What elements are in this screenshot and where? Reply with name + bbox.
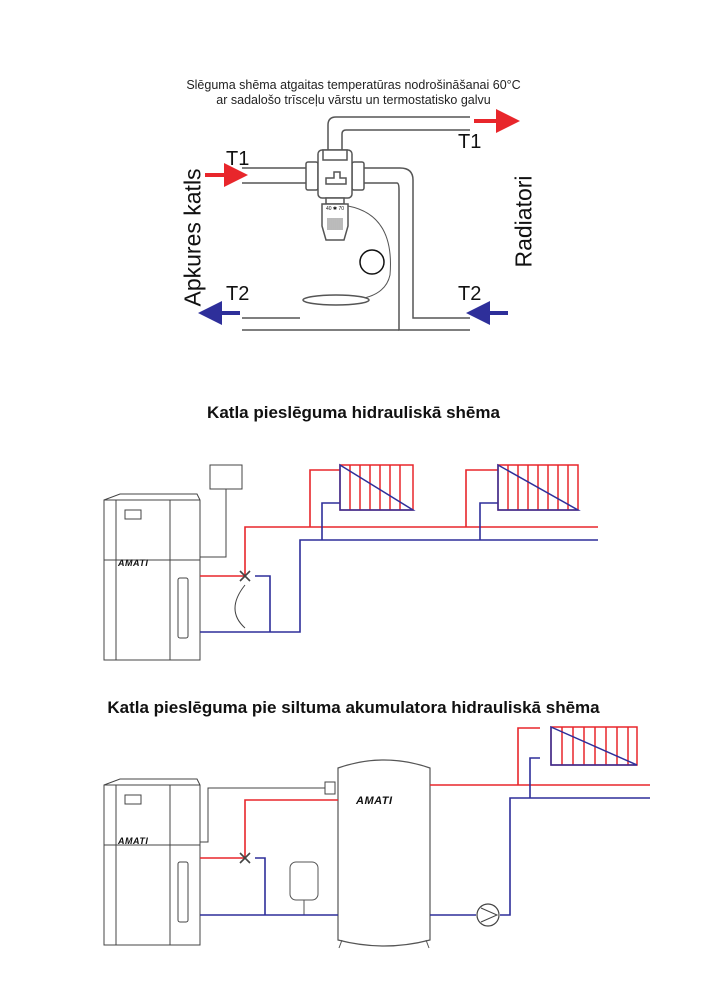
boiler-brand-2: AMATI	[118, 558, 149, 568]
boiler-2	[103, 464, 243, 661]
diagram1-caption-line1: Slēguma shēma atgaitas temperatūras nodr…	[186, 78, 521, 92]
label-radiators: Radiatori	[510, 175, 537, 268]
supply-pipes-2	[200, 469, 598, 577]
valve-port-left	[305, 161, 319, 191]
boiler-3	[103, 778, 336, 946]
return-pipes-3	[200, 757, 650, 916]
return-pipes-2	[200, 502, 598, 633]
pipe-t2	[242, 317, 399, 331]
valve-flow-icon	[325, 171, 347, 185]
pipe-t1-in	[242, 167, 308, 184]
label-t1-left: T1	[226, 148, 250, 170]
thermostatic-head	[321, 203, 349, 241]
radiator-2b	[497, 463, 581, 511]
supply-pipes-3	[200, 727, 650, 859]
label-t1-right: T1	[458, 131, 482, 153]
diagram1-caption-line2: ar sadalošo trīsceļu vārstu un termostat…	[216, 93, 491, 107]
radiator-3	[550, 725, 638, 766]
diagram3-schematic	[103, 725, 650, 949]
circulation-pump	[476, 903, 500, 927]
pipe-bypass-inner	[362, 182, 470, 331]
expansion-vessel	[289, 861, 319, 901]
diagram3-title: Katla pieslēguma pie siltuma akumulatora…	[107, 698, 600, 717]
thermostat-scale: 40 ✱ 70	[325, 206, 345, 212]
label-t2-right: T2	[458, 283, 482, 305]
diagram1-valve-schematic	[198, 109, 520, 331]
pipe-t1-out-outer	[327, 116, 470, 150]
diagram2-schematic	[103, 463, 598, 661]
radiator-2a	[339, 463, 416, 511]
capillary-tube	[347, 205, 391, 301]
capillary-coil	[359, 249, 385, 275]
pipe-bypass-outer	[362, 167, 470, 319]
valve-port-right	[351, 161, 365, 191]
label-boiler: Apkures katls	[179, 168, 206, 307]
room-controller	[209, 464, 243, 490]
tank-brand: AMATI	[356, 795, 393, 807]
boiler-brand-3: AMATI	[118, 836, 149, 846]
temperature-sensor	[302, 294, 370, 306]
pipe-t1-out-inner	[341, 129, 470, 150]
label-t2-left: T2	[226, 283, 250, 305]
diagram2-title: Katla pieslēguma hidrauliskā shēma	[207, 403, 500, 422]
accumulator-tank	[337, 759, 431, 947]
tank-sensor	[324, 781, 336, 795]
